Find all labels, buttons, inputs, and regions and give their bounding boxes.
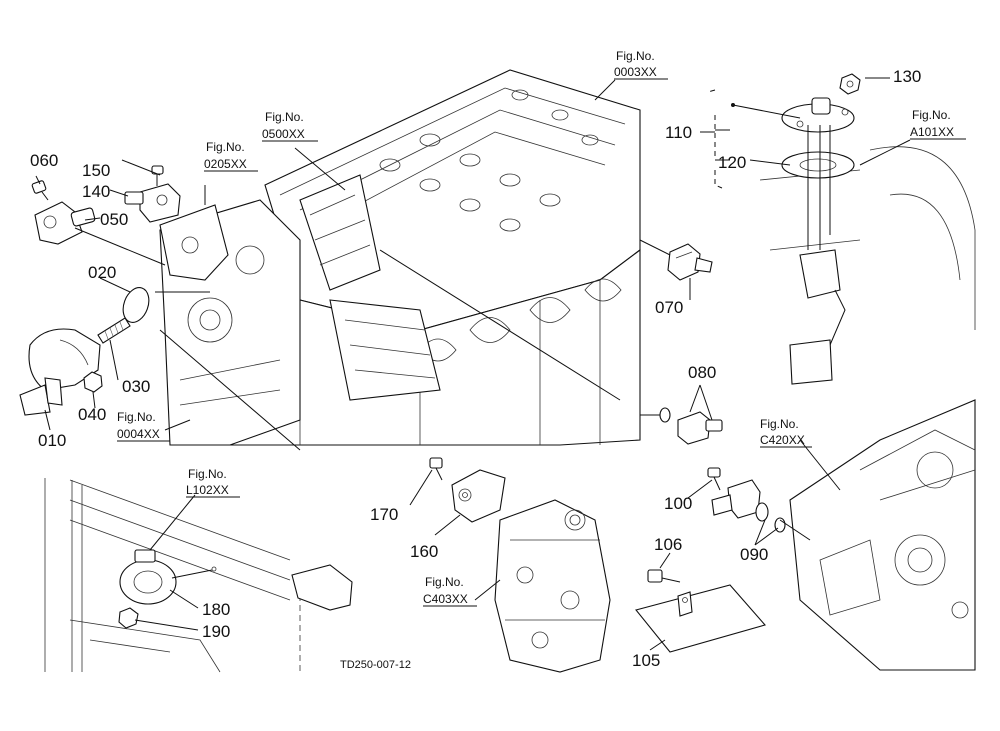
svg-text:Fig.No.: Fig.No. bbox=[760, 417, 799, 431]
part-090-sensor bbox=[711, 479, 786, 533]
svg-text:Fig.No.: Fig.No. bbox=[117, 410, 156, 424]
label-010: 010 bbox=[38, 431, 66, 450]
svg-text:Fig.No.: Fig.No. bbox=[188, 467, 227, 481]
part-160-sensor bbox=[451, 469, 506, 523]
drawing-code: TD250-007-12 bbox=[340, 659, 411, 671]
fig-ref-c403xx: Fig.No. C403XX bbox=[423, 575, 477, 607]
label-080: 080 bbox=[688, 363, 716, 382]
svg-text:Fig.No.: Fig.No. bbox=[265, 110, 304, 124]
label-150: 150 bbox=[82, 161, 110, 180]
label-030: 030 bbox=[122, 377, 150, 396]
leader-lines bbox=[35, 77, 911, 651]
label-070: 070 bbox=[655, 298, 683, 317]
label-050: 050 bbox=[100, 210, 128, 229]
svg-text:0500XX: 0500XX bbox=[262, 127, 305, 141]
label-140: 140 bbox=[82, 182, 110, 201]
fuel-sender-unit bbox=[707, 89, 976, 385]
part-100-screw bbox=[707, 467, 721, 491]
svg-text:Fig.No.: Fig.No. bbox=[206, 140, 245, 154]
fig-ref-c420xx: Fig.No. C420XX bbox=[760, 417, 812, 448]
fig-ref-0500xx: Fig.No. 0500XX bbox=[262, 110, 318, 142]
engine-block bbox=[159, 69, 641, 446]
label-160: 160 bbox=[410, 542, 438, 561]
label-120: 120 bbox=[718, 153, 746, 172]
transmission-case bbox=[789, 399, 976, 671]
part-030-stud bbox=[97, 317, 131, 344]
svg-text:L102XX: L102XX bbox=[186, 483, 229, 497]
label-110: 110 bbox=[665, 123, 692, 142]
fig-ref-l102xx: Fig.No. L102XX bbox=[186, 467, 240, 498]
part-190-screw bbox=[118, 607, 139, 629]
fig-ref-0003xx: Fig.No. 0003XX bbox=[614, 49, 668, 80]
part-040-nut bbox=[83, 371, 103, 393]
part-080-sensor bbox=[659, 407, 723, 445]
part-150-screw bbox=[151, 165, 164, 186]
part-180-sensor bbox=[119, 549, 217, 605]
label-060: 060 bbox=[30, 151, 58, 170]
svg-text:C420XX: C420XX bbox=[760, 433, 805, 447]
part-140-sensor bbox=[124, 183, 181, 223]
label-105: 105 bbox=[632, 651, 660, 670]
label-180: 180 bbox=[202, 600, 230, 619]
fig-ref-0004xx: Fig.No. 0004XX bbox=[117, 410, 170, 442]
label-100: 100 bbox=[664, 494, 692, 513]
label-190: 190 bbox=[202, 622, 230, 641]
svg-text:0003XX: 0003XX bbox=[614, 65, 657, 79]
part-170-screw bbox=[429, 457, 443, 481]
label-170: 170 bbox=[370, 505, 398, 524]
part-105-plate bbox=[635, 584, 766, 653]
svg-text:0004XX: 0004XX bbox=[117, 427, 160, 441]
figure-references: Fig.No. 0003XX Fig.No. 0500XX Fig.No. 02… bbox=[117, 49, 966, 607]
label-106: 106 bbox=[654, 535, 682, 554]
part-020-oring bbox=[122, 287, 150, 323]
svg-text:A101XX: A101XX bbox=[910, 125, 954, 139]
part-050-sensor bbox=[34, 201, 96, 245]
part-number-labels: 060 150 140 050 020 030 040 010 070 080 … bbox=[30, 67, 921, 670]
part-060-bolt bbox=[31, 180, 49, 201]
label-020: 020 bbox=[88, 263, 116, 282]
label-090: 090 bbox=[740, 545, 768, 564]
svg-text:C403XX: C403XX bbox=[423, 592, 468, 606]
part-130-nut bbox=[839, 73, 861, 95]
part-010-sensor bbox=[19, 328, 101, 416]
label-040: 040 bbox=[78, 405, 106, 424]
part-106-bolt bbox=[647, 569, 681, 583]
bullet-dot bbox=[731, 103, 735, 107]
svg-text:Fig.No.: Fig.No. bbox=[425, 575, 464, 589]
label-130: 130 bbox=[893, 67, 921, 86]
fig-ref-0205xx: Fig.No. 0205XX bbox=[204, 140, 258, 172]
svg-text:Fig.No.: Fig.No. bbox=[616, 49, 655, 63]
frame-section bbox=[44, 478, 353, 673]
valve-housing bbox=[494, 499, 611, 673]
fig-ref-a101xx: Fig.No. A101XX bbox=[910, 108, 966, 140]
part-070-switch bbox=[667, 243, 713, 281]
svg-text:0205XX: 0205XX bbox=[204, 157, 247, 171]
svg-text:Fig.No.: Fig.No. bbox=[912, 108, 951, 122]
